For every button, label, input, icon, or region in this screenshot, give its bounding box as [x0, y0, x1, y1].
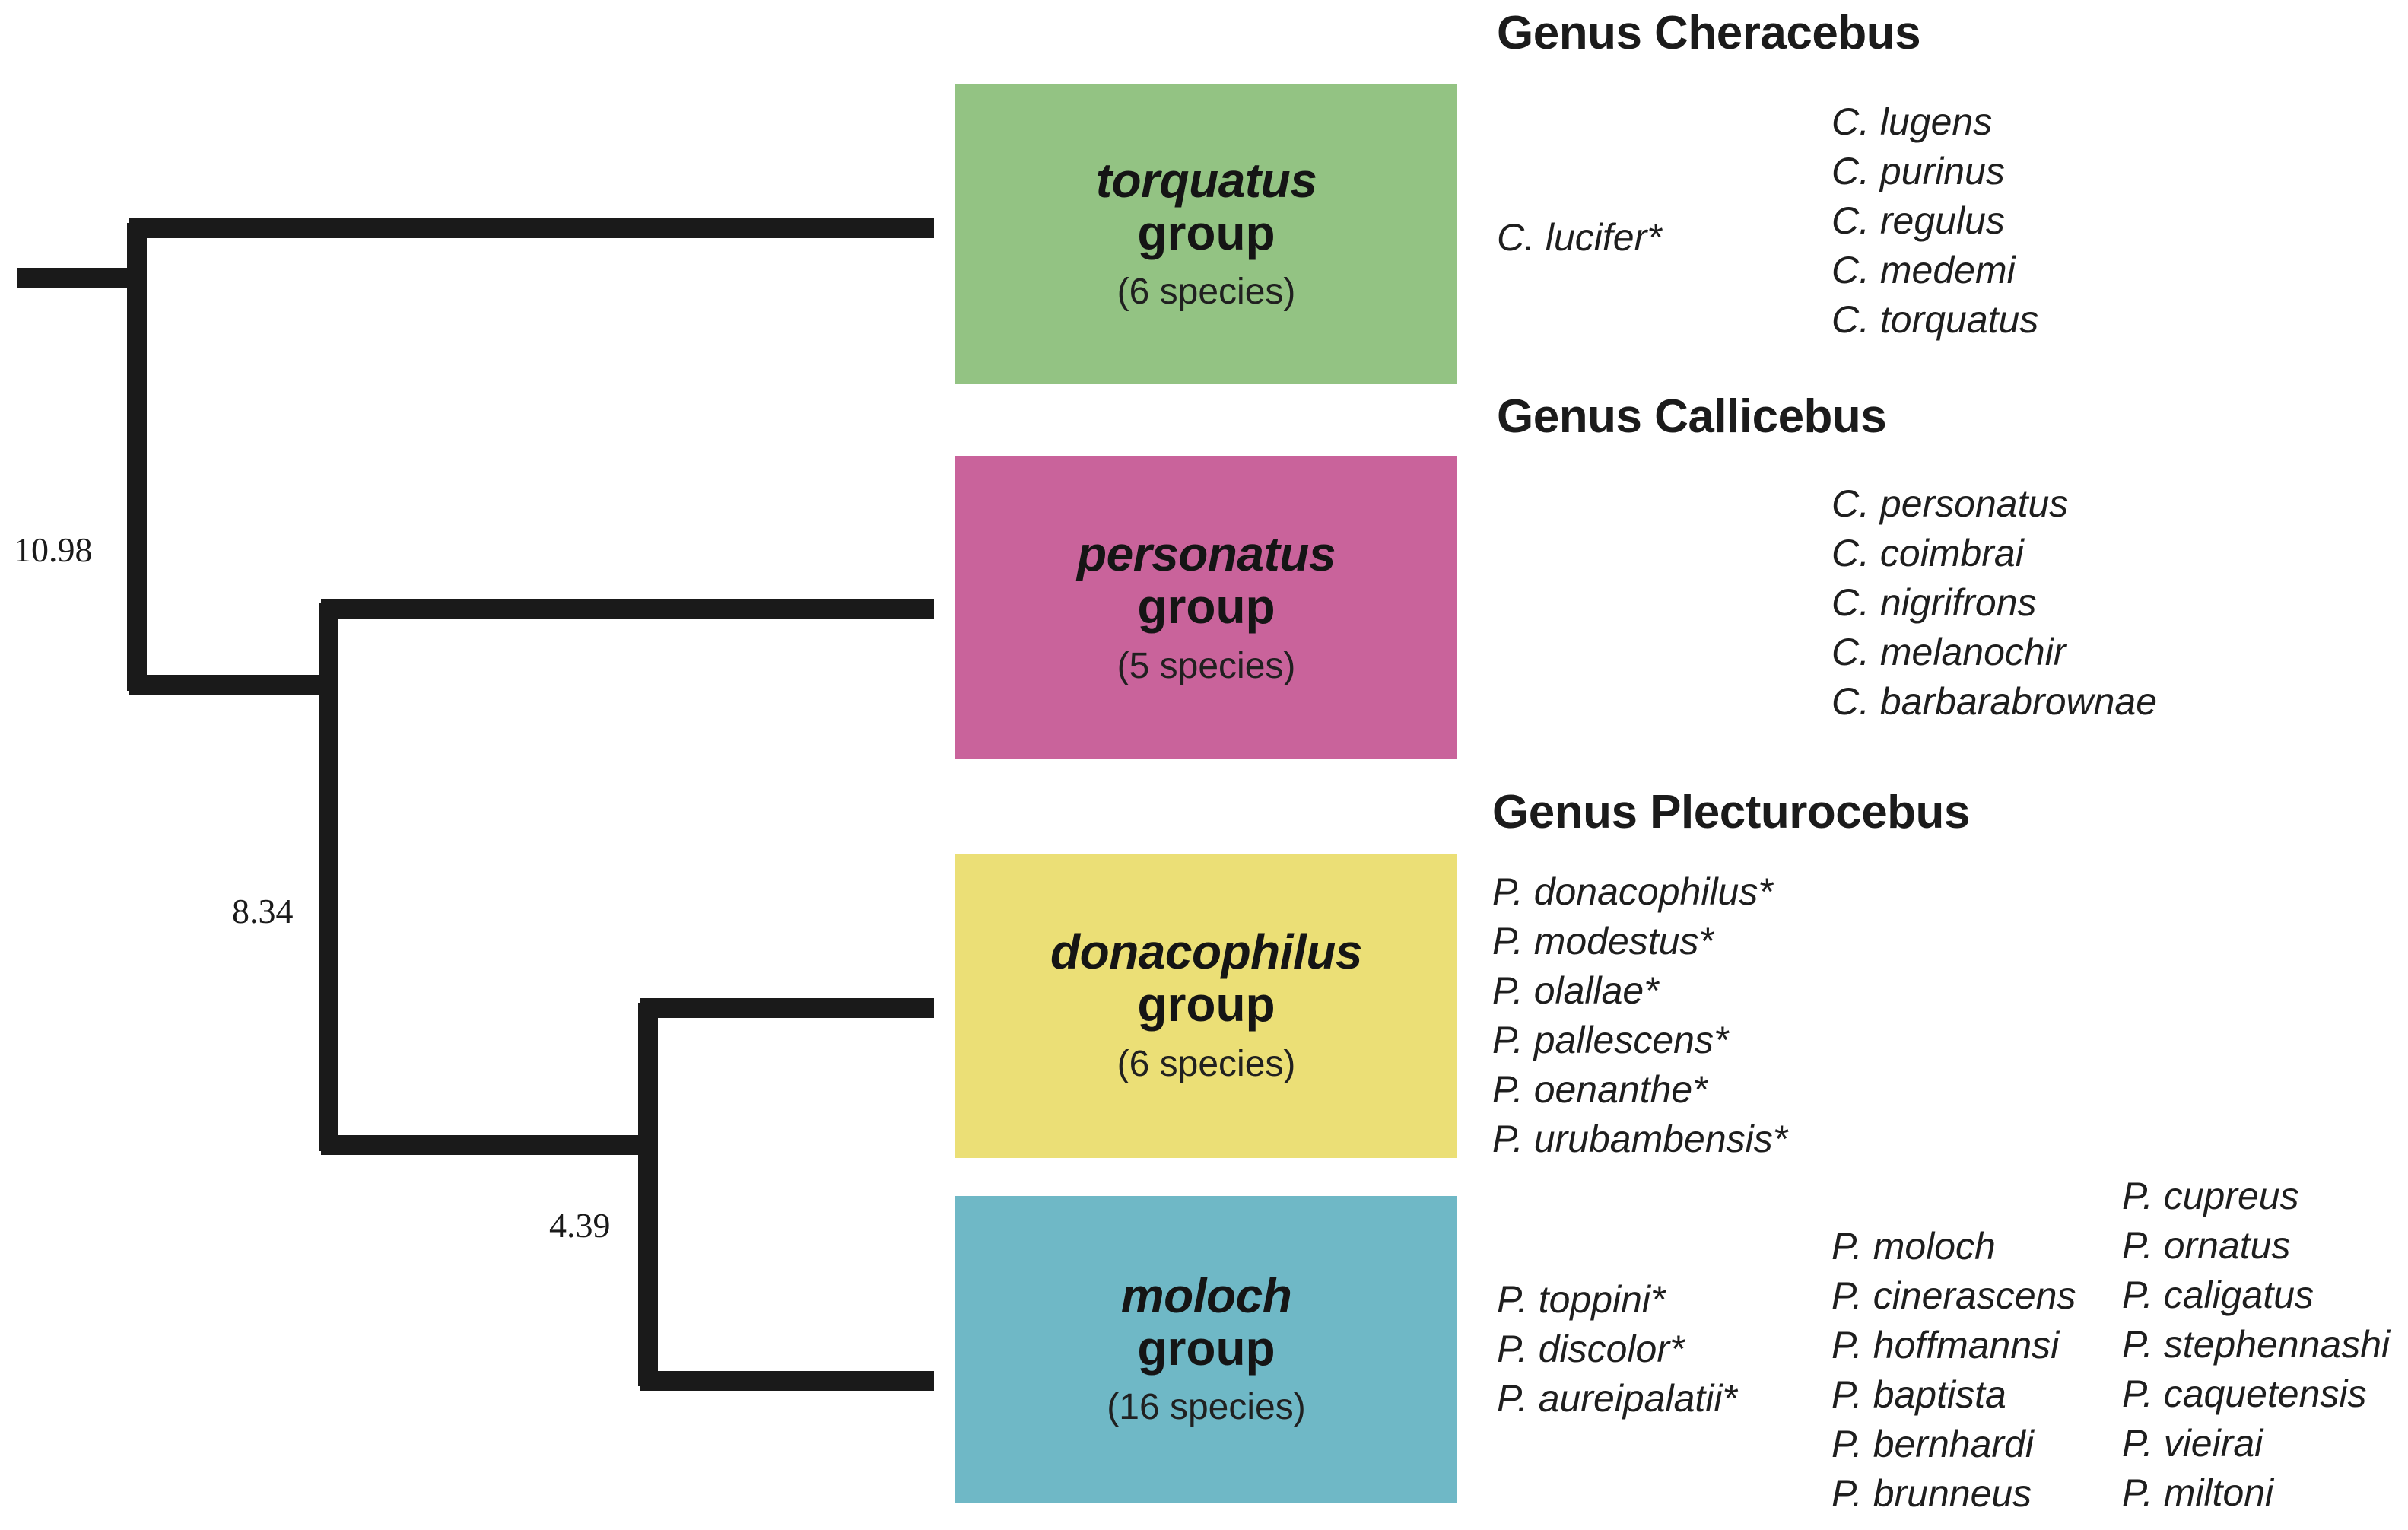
species-item: P. ornatus [2122, 1224, 2291, 1267]
species-item: P. stephennashi [2122, 1323, 2391, 1366]
species-item: C. regulus [1831, 199, 2005, 242]
group-word-moloch: group [1137, 1320, 1275, 1376]
species-item: P. moloch [1831, 1225, 1996, 1268]
group-box-donacophilus[interactable]: donacophilus group (6 species) [955, 854, 1457, 1158]
species-item: P. aureipalatii* [1497, 1377, 1737, 1420]
group-box-personatus[interactable]: personatus group (5 species) [955, 456, 1457, 759]
species-item: P. toppini* [1497, 1278, 1666, 1321]
group-count-torquatus: (6 species) [1117, 272, 1296, 313]
species-item: P. urubambensis* [1492, 1118, 1788, 1160]
species-item: P. cupreus [2122, 1175, 2299, 1217]
group-name-donacophilus: donacophilus [1050, 924, 1363, 980]
species-item: C. medemi [1831, 249, 2016, 291]
node-label-439: 4.39 [549, 1206, 611, 1245]
species-item: C. melanochir [1831, 631, 2066, 673]
cladogram [17, 218, 934, 1391]
species-item: P. discolor* [1497, 1328, 1685, 1370]
species-item: P. caquetensis [2122, 1373, 2367, 1415]
species-list-moloch-left: P. toppini* P. discolor* P. aureipalatii… [1497, 1275, 1737, 1423]
group-box-torquatus[interactable]: torquatus group (6 species) [955, 84, 1457, 384]
group-name-torquatus: torquatus [1095, 152, 1317, 208]
genus-heading-callicebus: Genus Callicebus [1497, 390, 1887, 443]
species-item: C. torquatus [1831, 298, 2039, 341]
species-item: P. olallae* [1492, 969, 1659, 1012]
species-item: P. hoffmannsi [1831, 1324, 2060, 1366]
species-item: P. pallescens* [1492, 1019, 1729, 1061]
species-list-moloch-mid: P. moloch P. cinerascens P. hoffmannsi P… [1831, 1222, 2076, 1519]
species-item: P. cinerascens [1831, 1274, 2076, 1317]
group-word-donacophilus: group [1137, 977, 1275, 1032]
group-count-moloch: (16 species) [1107, 1387, 1306, 1428]
genus-heading-cheracebus: Genus Cheracebus [1497, 7, 1921, 59]
species-item: C. nigrifrons [1831, 581, 2037, 624]
group-name-moloch: moloch [1120, 1268, 1292, 1323]
species-item: P. baptista [1831, 1373, 2006, 1416]
group-word-personatus: group [1137, 579, 1275, 635]
species-item: C. lugens [1831, 100, 1993, 143]
group-count-donacophilus: (6 species) [1117, 1043, 1296, 1084]
group-word-torquatus: group [1137, 205, 1275, 260]
species-list-moloch-right: P. cupreus P. ornatus P. caligatus P. st… [2122, 1172, 2390, 1518]
species-item: P. bernhardi [1831, 1423, 2034, 1465]
group-count-personatus: (5 species) [1117, 645, 1296, 686]
group-name-personatus: personatus [1077, 526, 1336, 582]
node-label-root: 10.98 [14, 530, 93, 569]
species-item: C. personatus [1831, 482, 2069, 525]
genus-heading-plecturocebus: Genus Plecturocebus [1492, 786, 1970, 838]
species-list-donacophilus: P. donacophilus* P. modestus* P. olallae… [1492, 867, 1787, 1164]
species-item: P. oenanthe* [1492, 1068, 1708, 1111]
species-item: C. purinus [1831, 150, 2005, 192]
species-item: C. lucifer* [1497, 216, 1662, 259]
species-item: C. coimbrai [1831, 532, 2024, 574]
species-list-callicebus: C. personatus C. coimbrai C. nigrifrons … [1831, 479, 2157, 727]
species-item: P. vieirai [2122, 1422, 2263, 1465]
species-item: P. caligatus [2122, 1274, 2314, 1316]
species-item: P. miltoni [2122, 1471, 2274, 1514]
species-item: P. brunneus [1831, 1472, 2032, 1515]
species-item: C. barbarabrownae [1831, 680, 2158, 723]
species-list-cheracebus-right: C. lugens C. purinus C. regulus C. medem… [1831, 97, 2038, 345]
species-item: P. donacophilus* [1492, 870, 1773, 913]
group-box-moloch[interactable]: moloch group (16 species) [955, 1196, 1457, 1503]
species-list-cheracebus-left: C. lucifer* [1497, 213, 1662, 262]
species-item: P. modestus* [1492, 920, 1714, 962]
node-label-834: 8.34 [232, 892, 294, 930]
